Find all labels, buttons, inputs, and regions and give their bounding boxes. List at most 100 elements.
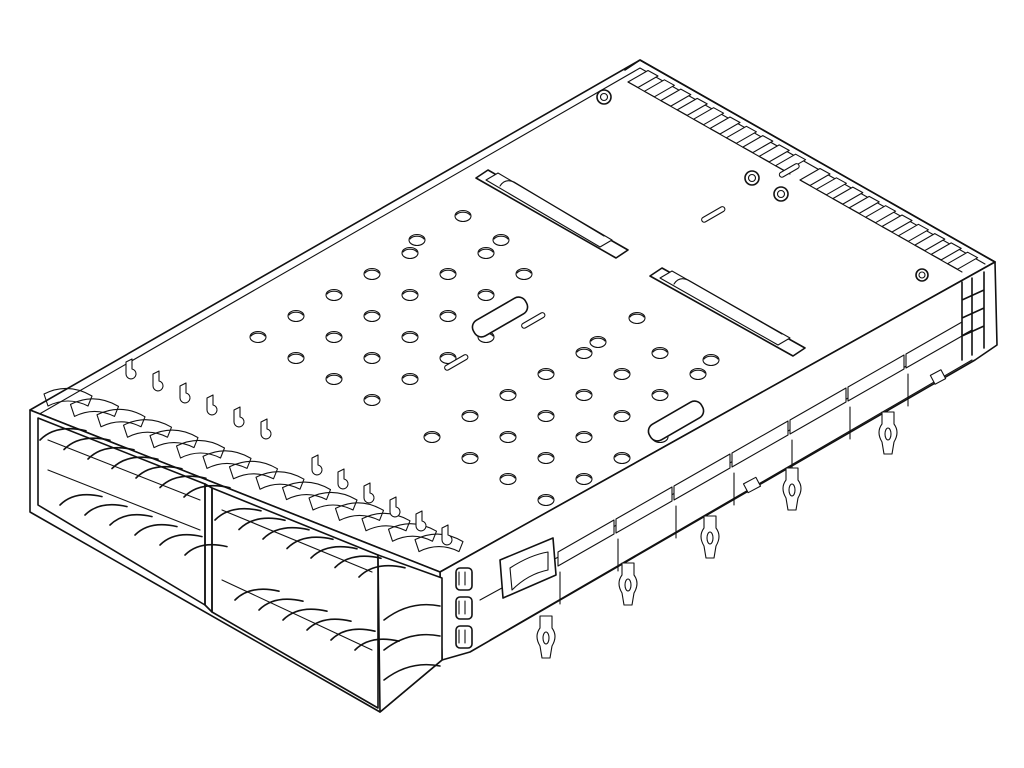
cover-slots	[444, 163, 800, 442]
slot-lower	[647, 400, 705, 442]
side-window-inner	[509, 551, 549, 591]
spring-finger	[109, 513, 153, 526]
top-front-finger	[281, 481, 332, 501]
vent-hole	[651, 346, 669, 360]
spring-finger	[159, 533, 203, 546]
mount-hole-2	[744, 170, 760, 186]
top-front-finger	[255, 471, 305, 490]
front-clip	[441, 524, 453, 546]
spring-finger	[258, 598, 304, 611]
spring-finger	[87, 446, 135, 460]
vent-hole	[477, 288, 495, 302]
front-clip	[179, 382, 191, 404]
spring-finger	[183, 484, 231, 498]
side-cutout-2	[929, 369, 947, 385]
mount-hole-1	[596, 89, 612, 105]
vent-hole	[401, 288, 419, 302]
vent-hole	[325, 372, 343, 386]
press-fit-pin	[536, 615, 556, 659]
vent-hole	[363, 351, 381, 365]
mount-hole-3	[773, 186, 789, 202]
press-fit-pin	[700, 515, 720, 559]
vent-hole	[689, 367, 707, 381]
spring-finger	[310, 545, 358, 559]
bezel-tab	[455, 625, 473, 649]
spring-finger	[234, 588, 280, 601]
side-panel	[615, 486, 673, 534]
bezel-spring	[383, 663, 441, 681]
front-clip	[206, 394, 218, 416]
spring-finger	[39, 427, 87, 441]
vent-hole	[499, 472, 517, 486]
top-front-finger	[334, 502, 385, 521]
vent-hole	[499, 430, 517, 444]
slit-3	[444, 354, 469, 371]
slit-1	[701, 206, 726, 223]
vent-hole	[408, 233, 426, 247]
vent-hole	[492, 233, 510, 247]
press-fit-pin	[782, 467, 802, 511]
front-clip	[260, 418, 272, 440]
top-front-finger	[361, 512, 411, 532]
front-clip	[389, 496, 401, 518]
front-clip	[125, 358, 137, 380]
spring-finger	[184, 543, 228, 556]
spring-finger	[354, 638, 400, 651]
spring-finger	[111, 456, 159, 470]
spring-finger	[286, 536, 334, 550]
vent-hole	[537, 367, 555, 381]
spring-finger	[214, 507, 262, 521]
slot-upper	[471, 296, 529, 338]
vent-hole	[249, 330, 267, 344]
vent-hole	[575, 388, 593, 402]
front-edge-clips	[125, 358, 453, 546]
top-front-finger	[43, 387, 93, 407]
right-end-tabs	[961, 271, 985, 361]
side-panel	[847, 354, 905, 402]
vent-hole	[287, 309, 305, 323]
top-front-finger	[414, 533, 464, 553]
front-bezel-right	[377, 554, 443, 713]
vent-hole	[439, 267, 457, 281]
press-fit-pin	[878, 411, 898, 455]
side-panel	[673, 453, 731, 501]
side-wall-panels	[557, 321, 963, 605]
spring-finger	[84, 503, 128, 516]
emi-spring-fingers	[39, 387, 464, 651]
latch-slots	[475, 169, 806, 357]
side-cutout-1	[742, 476, 762, 494]
spring-finger	[63, 437, 111, 451]
vent-hole	[439, 309, 457, 323]
spring-finger	[306, 618, 352, 631]
vent-hole	[589, 335, 607, 349]
top-front-finger	[387, 523, 438, 542]
front-clip	[415, 510, 427, 532]
front-face	[29, 409, 473, 713]
vent-hole	[401, 246, 419, 260]
latch-slot-lower	[649, 267, 806, 357]
vent-hole	[401, 372, 419, 386]
spring-finger	[159, 475, 207, 489]
top-front-finger	[69, 398, 120, 417]
spring-finger	[135, 465, 183, 479]
side-wall	[439, 261, 998, 661]
bezel-spring	[383, 603, 441, 621]
top-front-finger	[96, 408, 146, 428]
top-front-finger	[175, 439, 226, 459]
latch-slot-upper	[475, 169, 629, 259]
spring-finger	[238, 517, 286, 531]
comb-base-1	[627, 81, 791, 175]
top-front-finger	[202, 450, 252, 469]
front-clip	[311, 454, 323, 476]
front-clip	[363, 482, 375, 504]
vent-hole	[363, 267, 381, 281]
vent-hole	[423, 430, 441, 444]
bezel-tab	[455, 596, 473, 620]
vent-hole	[439, 351, 457, 365]
slit-2	[521, 312, 546, 329]
front-clip	[337, 468, 349, 490]
press-fit-pin	[618, 562, 638, 606]
vent-hole	[461, 451, 479, 465]
